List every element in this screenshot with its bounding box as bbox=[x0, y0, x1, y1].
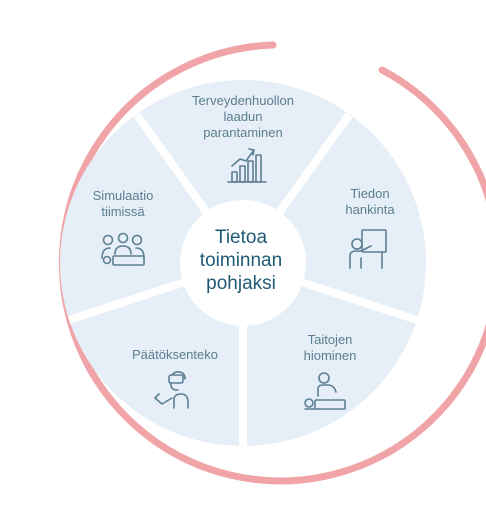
segment-right-label: Tiedon hankinta bbox=[325, 186, 415, 218]
vr-headset-person-icon bbox=[152, 370, 192, 410]
center-line-1: Tietoa bbox=[214, 227, 268, 248]
presenter-board-icon bbox=[349, 228, 389, 270]
patient-care-icon bbox=[304, 372, 346, 412]
team-group-icon bbox=[100, 232, 146, 268]
center-line-2: toiminnan bbox=[199, 250, 283, 271]
outer-cycle-arc bbox=[58, 41, 486, 485]
segment-top-label: Terveydenhuollon laadun parantaminen bbox=[178, 93, 308, 141]
segment-bottom-left-line-1: Päätöksenteko bbox=[131, 347, 218, 362]
segment-bottom-right-label: Taitojen hiominen bbox=[285, 332, 375, 364]
segment-top-line-2: laadun bbox=[223, 109, 263, 124]
segment-bottom-right-line-2: hiominen bbox=[303, 348, 357, 363]
growth-chart-icon bbox=[227, 146, 267, 184]
center-label: Tietoa toiminnan pohjaksi bbox=[181, 226, 301, 295]
segment-right-line-1: Tiedon bbox=[350, 186, 390, 201]
segment-left-line-2: tiimissä bbox=[101, 204, 145, 219]
segment-bottom-left-label: Päätöksenteko bbox=[110, 347, 240, 363]
segment-top-line-1: Terveydenhuollon bbox=[192, 93, 294, 108]
segment-top-line-3: parantaminen bbox=[203, 125, 283, 140]
segment-left-label: Simulaatio tiimissä bbox=[78, 188, 168, 220]
center-line-3: pohjaksi bbox=[206, 273, 276, 294]
segment-bottom-right-line-1: Taitojen bbox=[307, 332, 353, 347]
center-disc bbox=[180, 200, 306, 326]
segment-left-line-1: Simulaatio bbox=[92, 188, 154, 203]
segment-right-line-2: hankinta bbox=[345, 202, 395, 217]
